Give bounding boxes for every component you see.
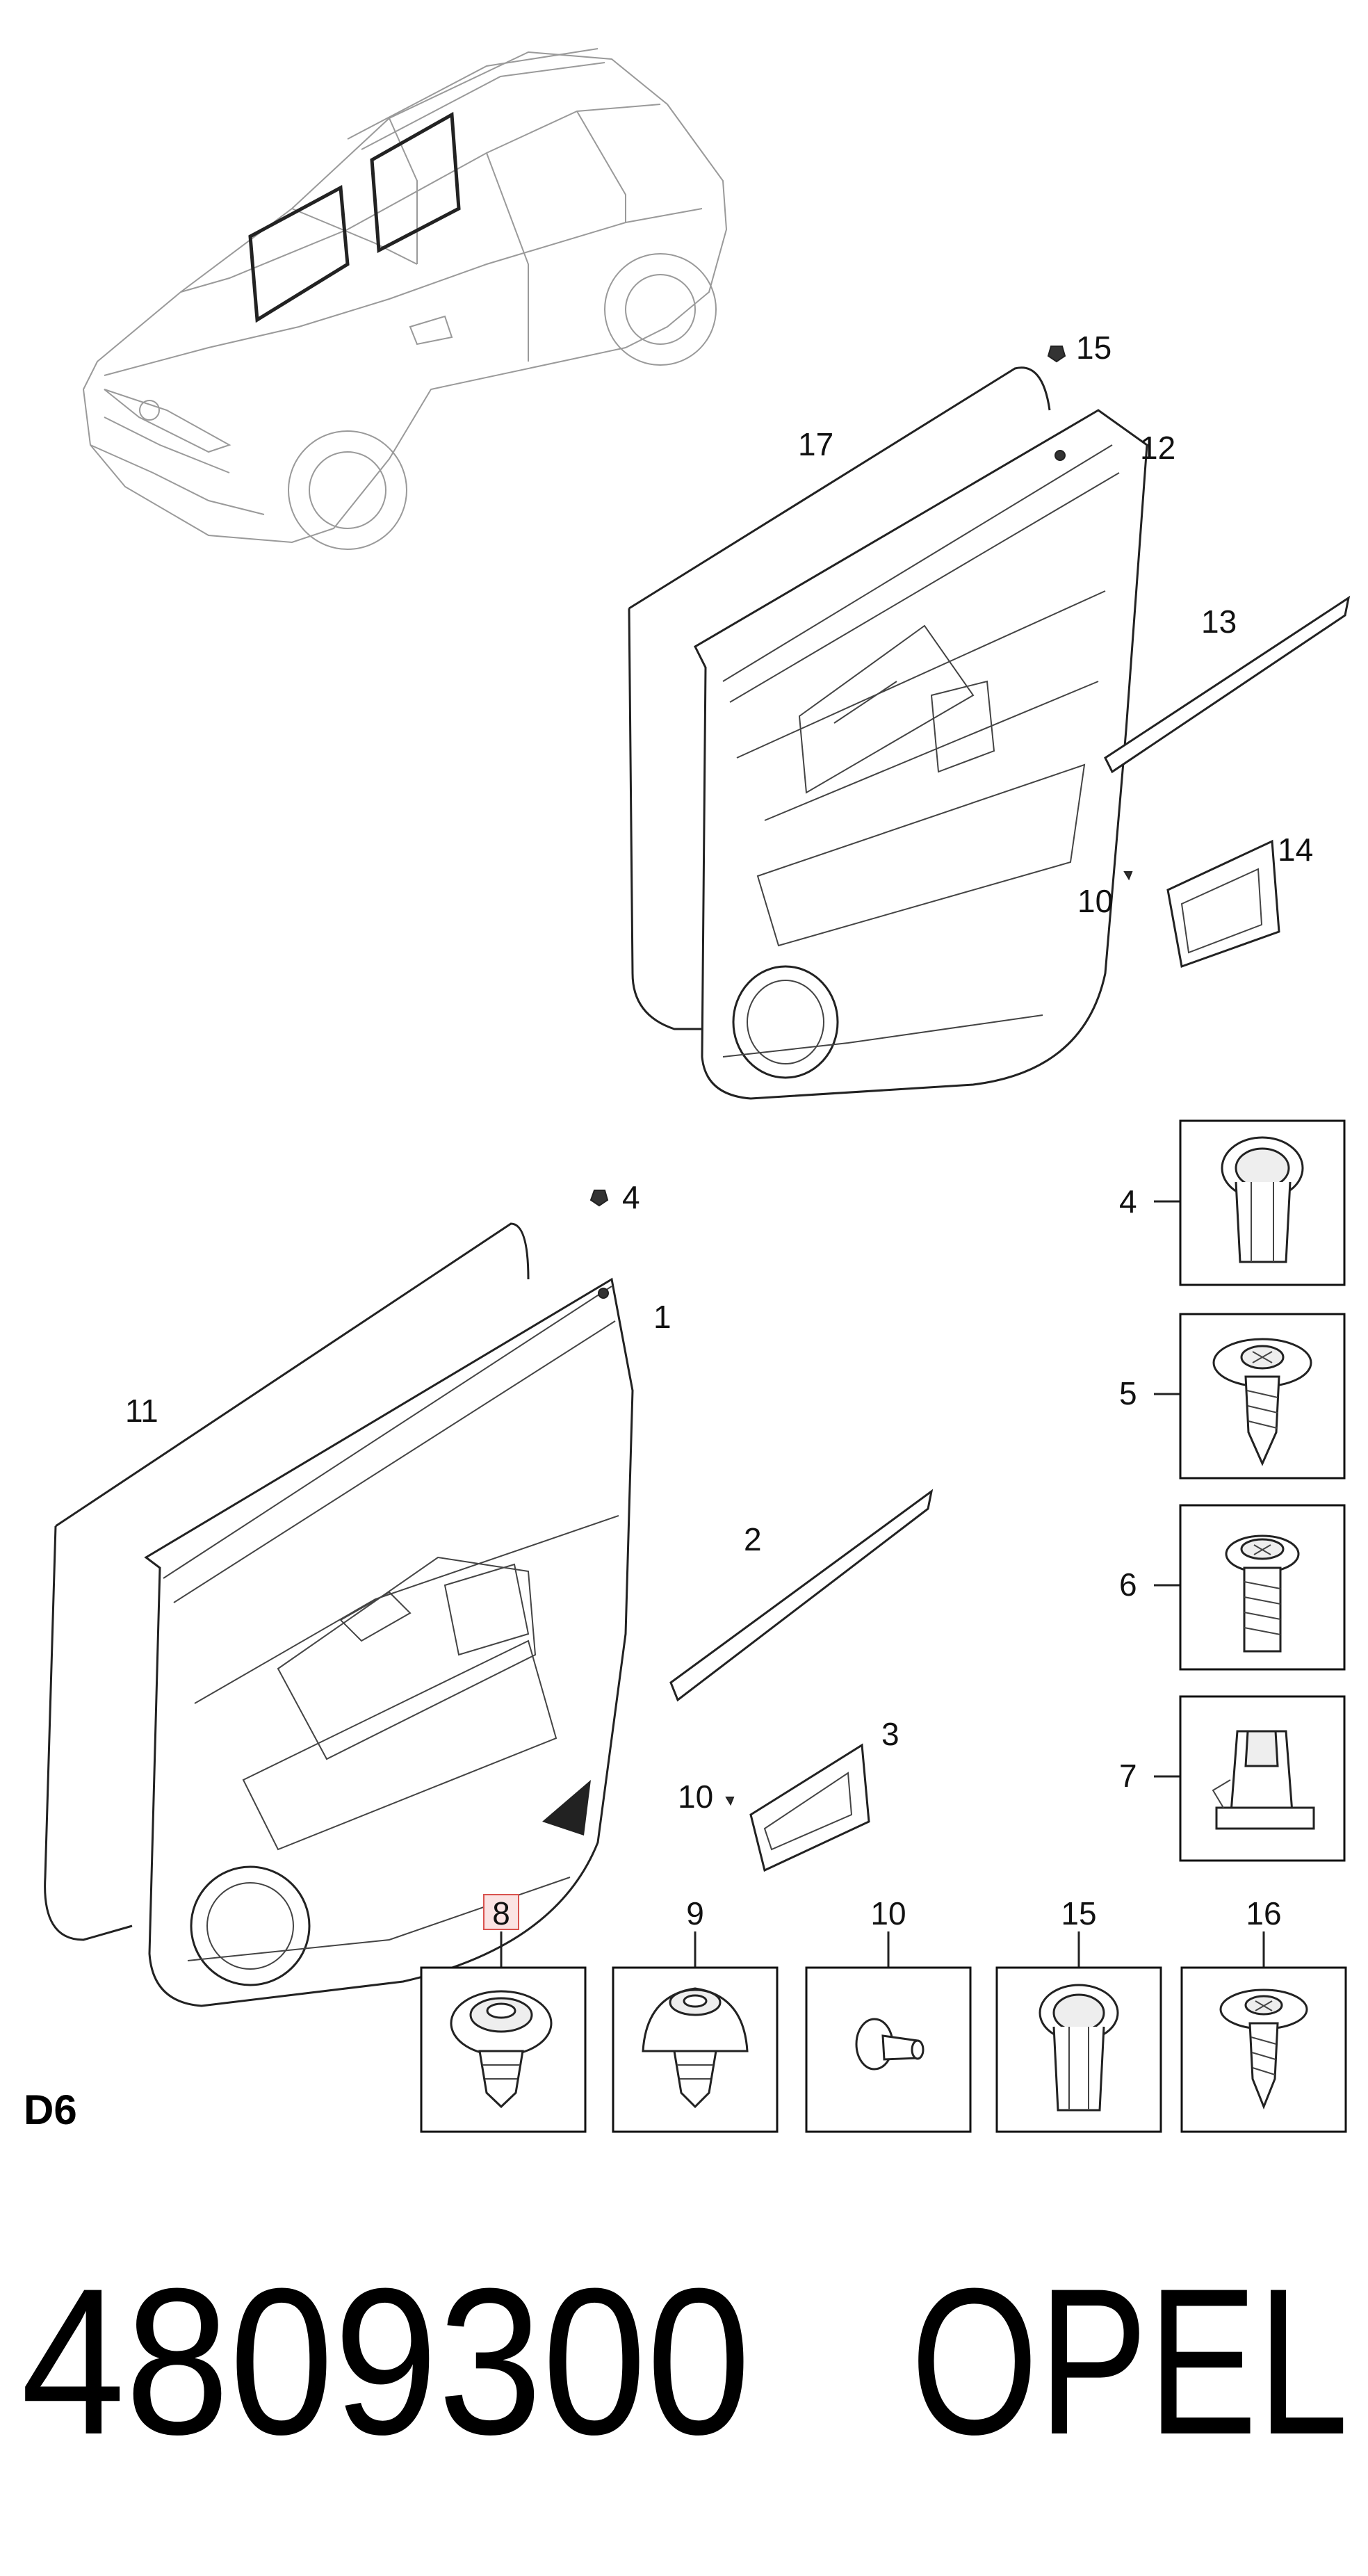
- push-clip-icon: [1039, 1984, 1119, 2112]
- fastener-box-4: 4: [1119, 1119, 1346, 1286]
- section-code: D6: [24, 2087, 77, 2133]
- brand-name: OPEL: [911, 2244, 1349, 2478]
- fir-tree-clip-icon: [642, 1987, 749, 2109]
- fir-tree-clip-icon: [450, 1990, 553, 2109]
- callout-14: 14: [1278, 832, 1313, 868]
- front-door-drawing: [44, 1190, 934, 2007]
- fastener-box-9: 9: [612, 1895, 779, 2133]
- callout-4: 4: [622, 1179, 640, 1215]
- callout-3: 3: [881, 1716, 899, 1752]
- callout-labels: 15 17 12 13 14 10 4 1 11 2 3 10: [125, 330, 1313, 1815]
- fastener-label: 15: [1061, 1895, 1096, 1931]
- callout-12: 12: [1140, 430, 1175, 466]
- bottom-fastener-boxes: 8 9 10: [420, 1894, 1347, 2133]
- fastener-box-10: 10: [805, 1895, 972, 2133]
- callout-13: 13: [1201, 604, 1237, 640]
- tapping-screw-icon: [1212, 1338, 1312, 1466]
- callout-10-rear: 10: [1077, 883, 1113, 919]
- fastener-label: 5: [1119, 1375, 1137, 1411]
- tapping-screw-icon: [1219, 1988, 1308, 2110]
- fastener-label: 7: [1119, 1758, 1137, 1794]
- part-number: 4809300: [21, 2244, 751, 2478]
- fastener-label: 9: [686, 1895, 704, 1931]
- fastener-box-7: 7: [1119, 1695, 1346, 1862]
- vehicle-overview-drawing: [82, 48, 728, 550]
- fastener-label: 4: [1119, 1183, 1137, 1220]
- rivet-icon: [855, 2018, 925, 2071]
- fastener-box-8: 8: [420, 1894, 587, 2133]
- bolt-icon: [1225, 1534, 1300, 1653]
- fastener-box-16: 16: [1180, 1895, 1347, 2133]
- fastener-box-15: 15: [995, 1895, 1162, 2133]
- callout-15: 15: [1076, 330, 1112, 366]
- retainer-nut-icon: [1212, 1730, 1315, 1830]
- fastener-box-5: 5: [1119, 1313, 1346, 1480]
- fastener-box-6: 6: [1119, 1504, 1346, 1671]
- callout-17: 17: [798, 426, 833, 462]
- push-clip-icon: [1221, 1136, 1304, 1263]
- callout-11: 11: [125, 1393, 158, 1429]
- fastener-label: 6: [1119, 1566, 1137, 1603]
- fastener-label: 10: [870, 1895, 906, 1931]
- side-fastener-boxes: 4 5 6: [1119, 1119, 1346, 1862]
- callout-1: 1: [653, 1299, 671, 1335]
- fastener-label: 8: [492, 1895, 510, 1931]
- fastener-label: 16: [1246, 1895, 1281, 1931]
- callout-10-front: 10: [678, 1779, 713, 1815]
- callout-2: 2: [744, 1521, 762, 1557]
- rear-door-drawing: [628, 346, 1351, 1100]
